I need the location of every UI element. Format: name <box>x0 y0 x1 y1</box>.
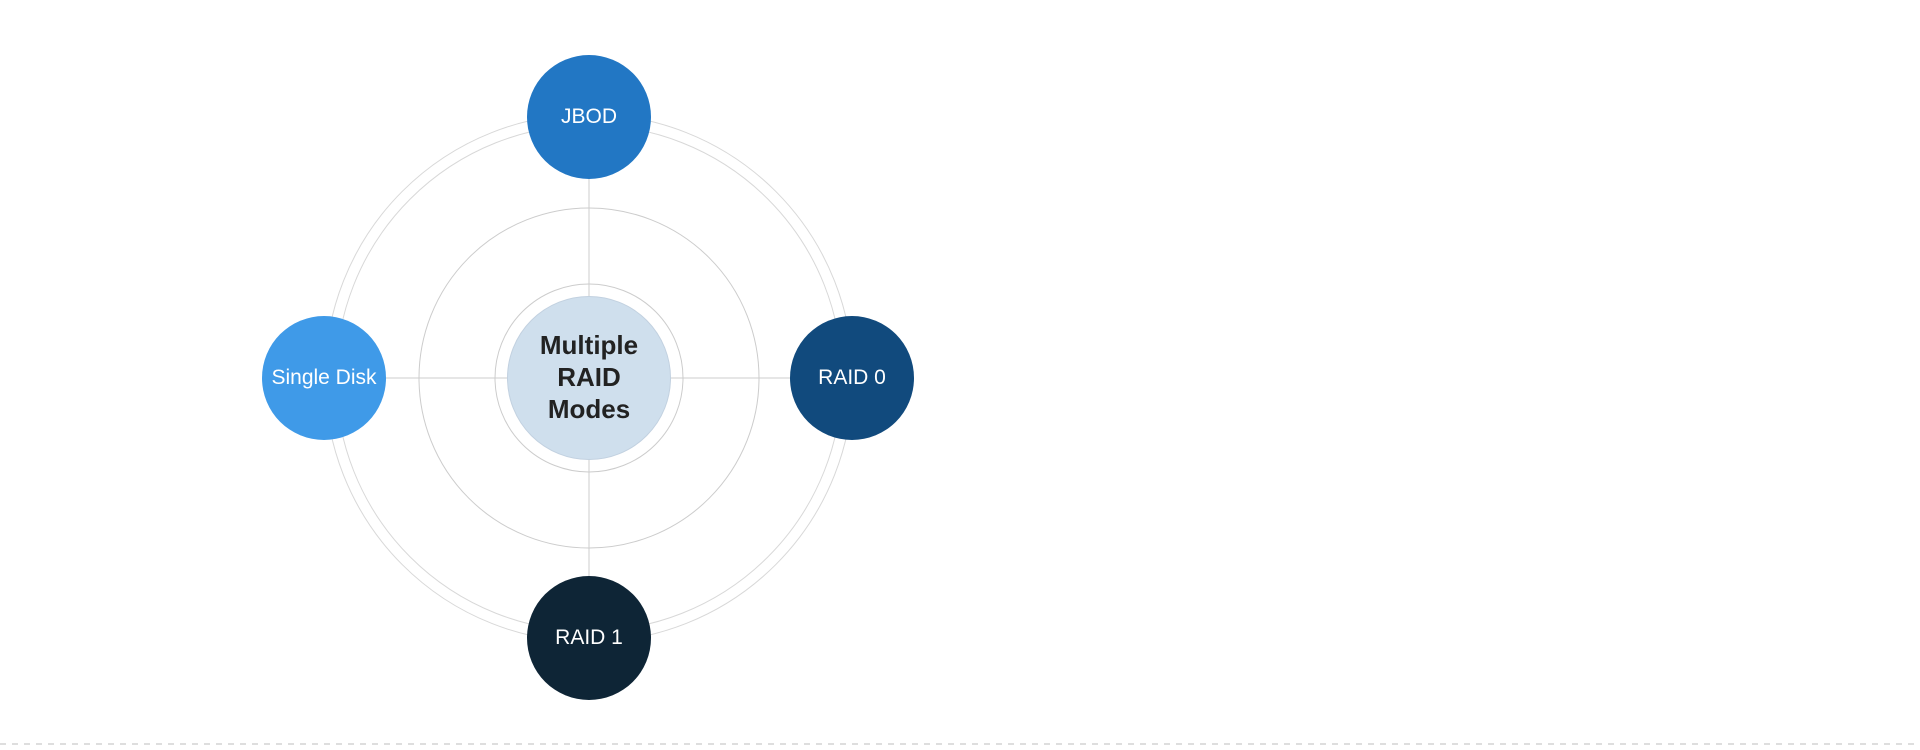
bottom-dashed-divider <box>0 743 1920 745</box>
node-raid-1-label: RAID 1 <box>555 626 623 650</box>
center-node-label: Multiple RAID Modes <box>539 330 639 424</box>
middle-orbit-ring <box>418 207 760 549</box>
node-raid-0: RAID 0 <box>790 316 914 440</box>
inner-hub-ring <box>494 283 684 473</box>
center-node-multiple-raid-modes: Multiple RAID Modes <box>507 296 671 460</box>
node-jbod: JBOD <box>527 55 651 179</box>
node-raid-0-label: RAID 0 <box>818 366 886 390</box>
node-single-disk: Single Disk <box>262 316 386 440</box>
node-single-disk-label: Single Disk <box>271 366 377 390</box>
node-raid-1: RAID 1 <box>527 576 651 700</box>
node-jbod-label: JBOD <box>560 105 617 129</box>
